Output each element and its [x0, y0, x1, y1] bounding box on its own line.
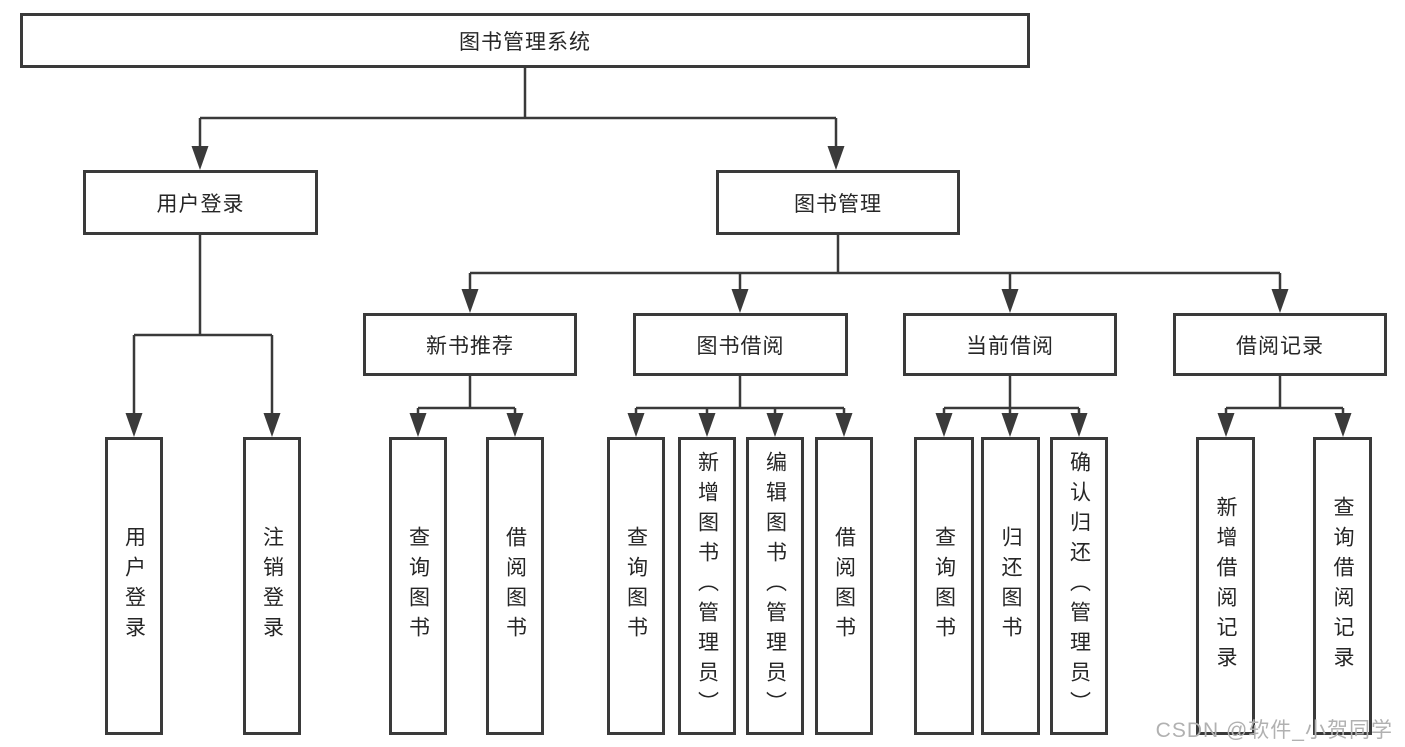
arrow-down-icon — [935, 413, 953, 437]
node-current-borrow-label: 当前借阅 — [966, 334, 1054, 358]
leaf-logout: 注销登录 — [243, 437, 301, 735]
node-book-borrow: 图书借阅 — [633, 313, 848, 376]
leaf-user-login-label: 用户登录 — [122, 526, 146, 646]
leaf-confirm-return-admin: 确认归还（管理员） — [1050, 437, 1108, 735]
node-new-book-recommend-label: 新书推荐 — [426, 334, 514, 358]
arrow-down-icon — [1271, 289, 1289, 313]
leaf-borrow-books-2-label: 借阅图书 — [832, 526, 856, 646]
arrow-down-icon — [1334, 413, 1352, 437]
leaf-query-borrow-record-label: 查询借阅记录 — [1331, 496, 1354, 676]
leaf-confirm-return-admin-label: 确认归还（管理员） — [1067, 451, 1091, 721]
arrow-down-icon — [827, 146, 845, 170]
leaf-query-borrow-record: 查询借阅记录 — [1313, 437, 1372, 735]
arrow-down-icon — [766, 413, 784, 437]
arrow-down-icon — [731, 289, 749, 313]
node-user-login-label: 用户登录 — [156, 192, 245, 216]
leaf-add-books-admin: 新增图书（管理员） — [678, 437, 736, 735]
connector-current-borrow-children — [942, 376, 1081, 415]
connector-user-login-children — [132, 235, 274, 415]
arrow-down-icon — [409, 413, 427, 437]
leaf-borrow-books-1-label: 借阅图书 — [503, 526, 527, 646]
leaf-return-books: 归还图书 — [981, 437, 1040, 735]
arrow-down-icon — [627, 413, 645, 437]
leaf-query-books-3-label: 查询图书 — [932, 526, 956, 646]
connector-borrow-record-children — [1224, 376, 1345, 415]
leaf-edit-books-admin: 编辑图书（管理员） — [746, 437, 804, 735]
arrow-down-icon — [461, 289, 479, 313]
leaf-borrow-books-1: 借阅图书 — [486, 437, 544, 735]
arrow-down-icon — [1001, 413, 1019, 437]
leaf-query-books-2: 查询图书 — [607, 437, 665, 735]
leaf-query-books-3: 查询图书 — [914, 437, 974, 735]
node-book-management-label: 图书管理 — [794, 192, 882, 216]
csdn-watermark: CSDN @软件_小贺同学 — [1155, 719, 1393, 742]
leaf-edit-books-admin-label: 编辑图书（管理员） — [763, 451, 787, 721]
arrow-down-icon — [506, 413, 524, 437]
node-book-borrow-label: 图书借阅 — [696, 334, 785, 358]
leaf-query-books-1: 查询图书 — [389, 437, 447, 735]
node-new-book-recommend: 新书推荐 — [363, 313, 577, 376]
leaf-borrow-books-2: 借阅图书 — [815, 437, 873, 735]
leaf-add-borrow-record-label: 新增借阅记录 — [1214, 496, 1237, 676]
connector-book-mgmt-children — [468, 235, 1282, 291]
leaf-query-books-1-label: 查询图书 — [406, 526, 430, 646]
node-user-login: 用户登录 — [83, 170, 318, 235]
node-book-management: 图书管理 — [716, 170, 960, 235]
arrow-down-icon — [263, 413, 281, 437]
arrow-down-icon — [1217, 413, 1235, 437]
connector-new-book-children — [416, 376, 517, 415]
leaf-return-books-label: 归还图书 — [999, 526, 1022, 646]
connector-root-to-level2 — [198, 68, 838, 148]
arrow-down-icon — [835, 413, 853, 437]
node-borrow-records: 借阅记录 — [1173, 313, 1387, 376]
leaf-user-login: 用户登录 — [105, 437, 163, 735]
connector-book-borrow-children — [634, 376, 846, 415]
arrow-down-icon — [698, 413, 716, 437]
arrow-down-icon — [1001, 289, 1019, 313]
arrow-down-icon — [191, 146, 209, 170]
arrow-down-icon — [1070, 413, 1088, 437]
leaf-logout-label: 注销登录 — [260, 526, 284, 646]
leaf-query-books-2-label: 查询图书 — [624, 526, 648, 646]
node-library-system-label: 图书管理系统 — [459, 30, 591, 54]
arrow-down-icon — [125, 413, 143, 437]
leaf-add-borrow-record: 新增借阅记录 — [1196, 437, 1255, 735]
node-borrow-records-label: 借阅记录 — [1236, 334, 1324, 358]
leaf-add-books-admin-label: 新增图书（管理员） — [695, 451, 719, 721]
node-library-system: 图书管理系统 — [20, 13, 1030, 68]
node-current-borrow: 当前借阅 — [903, 313, 1117, 376]
